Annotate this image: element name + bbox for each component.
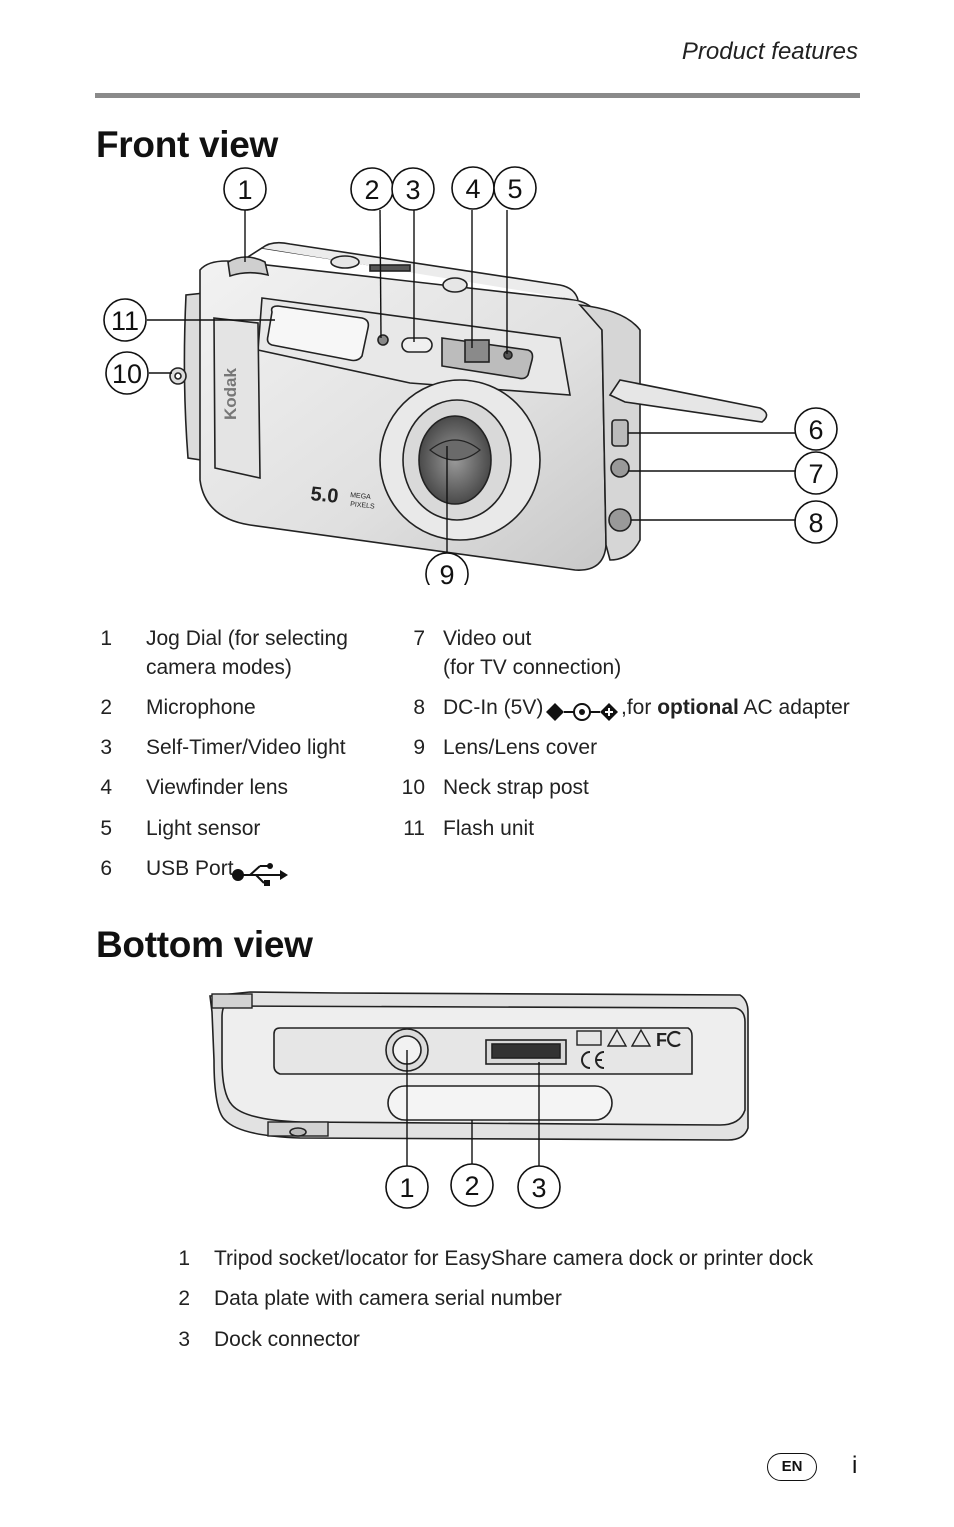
- svg-text:8: 8: [808, 508, 823, 538]
- megapixel-mega: MEGA: [350, 492, 372, 501]
- callout-11: 11: [103, 298, 147, 342]
- front-view-title: Front view: [96, 124, 279, 165]
- ac-adapter-text: AC adapter: [738, 696, 850, 719]
- svg-text:10: 10: [112, 359, 142, 389]
- svg-text:3: 3: [531, 1173, 546, 1203]
- bottom-leader-lines: [406, 1050, 540, 1166]
- svg-text:2: 2: [464, 1171, 479, 1201]
- callout-3: 3: [391, 167, 435, 211]
- callout-1: 1: [223, 167, 267, 211]
- caution-icon: [630, 1028, 652, 1047]
- bottom-callout-2: 2: [450, 1163, 494, 1207]
- svg-text:3: 3: [405, 175, 420, 205]
- page-number: i: [852, 1452, 858, 1479]
- bottom-callout-1: 1: [385, 1165, 429, 1209]
- svg-text:2: 2: [364, 175, 379, 205]
- ce-mark-icon: [581, 1051, 605, 1069]
- svg-text:5: 5: [507, 174, 522, 204]
- callout-5: 5: [493, 166, 537, 210]
- language-badge: EN: [767, 1453, 817, 1481]
- svg-text:1: 1: [237, 175, 252, 205]
- brand-logo: Kodak: [221, 368, 240, 421]
- callout-10: 10: [105, 351, 149, 395]
- svg-text:4: 4: [465, 174, 480, 204]
- callout-8: 8: [794, 500, 838, 544]
- callout-4: 4: [451, 166, 495, 210]
- camera-bottom-body: [209, 991, 749, 1141]
- callout-7: 7: [794, 451, 838, 495]
- warning-icon: [606, 1028, 628, 1047]
- header-rule: [95, 93, 860, 98]
- callout-6: 6: [794, 407, 838, 451]
- fcc-icon-c: [667, 1030, 681, 1048]
- camera-front-body: [169, 241, 768, 571]
- megapixel-pixels: PIXELS: [350, 501, 375, 511]
- svg-text:11: 11: [111, 306, 139, 336]
- regulatory-marks: F: [576, 1028, 681, 1069]
- front-leader-lines: [147, 209, 795, 553]
- callout-9: 9: [425, 552, 469, 585]
- callout-2: 2: [350, 167, 394, 211]
- svg-text:1: 1: [399, 1173, 414, 1203]
- optional-emphasis: optional: [657, 696, 739, 719]
- front-view-illustration: Kodak 5.0 MEGA PIXELS 1 2 3 4 5 6 7 8 9 …: [103, 166, 838, 585]
- dc-in-connector: ,for: [621, 696, 658, 719]
- usb-icon: [232, 863, 288, 886]
- bottom-view-title: Bottom view: [96, 924, 313, 965]
- megapixel-number: 5.0: [309, 483, 339, 508]
- vcci-mark-icon: [576, 1030, 602, 1046]
- svg-text:9: 9: [439, 560, 454, 585]
- svg-text:6: 6: [808, 415, 823, 445]
- dc-polarity-icon: [546, 703, 618, 721]
- bottom-callout-3: 3: [517, 1165, 561, 1209]
- running-head: Product features: [681, 38, 858, 65]
- fcc-icon: F: [656, 1030, 667, 1050]
- svg-text:7: 7: [808, 459, 823, 489]
- bottom-view-illustration: F 1 2 3: [209, 991, 749, 1209]
